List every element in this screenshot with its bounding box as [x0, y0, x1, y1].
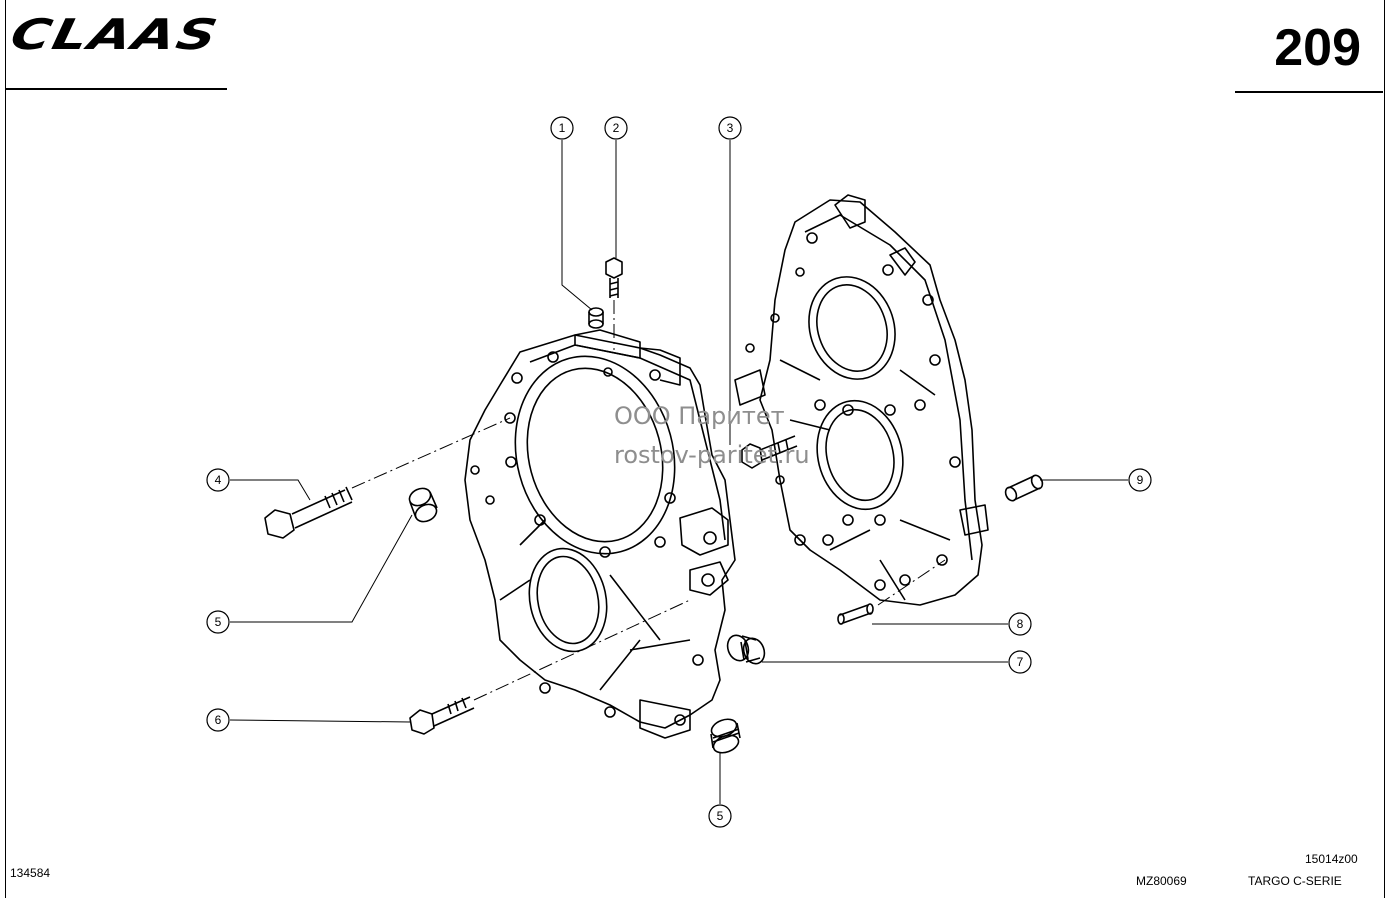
leader-6 [229, 719, 411, 723]
svg-text:8: 8 [1017, 617, 1024, 631]
svg-text:4: 4 [215, 473, 222, 487]
callout-5-upper: 5 [206, 610, 230, 634]
part-2-bolt [605, 257, 623, 298]
page-number-underline [1235, 91, 1383, 93]
svg-text:6: 6 [215, 713, 222, 727]
front-gear-housing [464, 329, 736, 739]
part-6-bolt [409, 696, 475, 735]
callout-9: 9 [1128, 468, 1152, 492]
callout-7: 7 [1008, 650, 1032, 674]
leader-1 [561, 140, 593, 311]
footer-left-code: 134584 [10, 866, 51, 880]
svg-text:2: 2 [613, 121, 620, 135]
callout-6: 6 [206, 708, 230, 732]
leader-4 [230, 479, 311, 501]
svg-text:5: 5 [215, 615, 222, 629]
callout-8: 8 [1008, 612, 1032, 636]
callout-5-lower: 5 [708, 804, 732, 828]
svg-text:5: 5 [717, 809, 724, 823]
part-5-dowel-upper [408, 487, 438, 523]
footer-drawing-code: MZ80069 [1136, 874, 1187, 888]
svg-text:3: 3 [727, 121, 734, 135]
callout-4: 4 [206, 468, 230, 492]
footer-series: TARGO C-SERIE [1248, 874, 1342, 888]
footer-ref-code: 15014z00 [1305, 852, 1358, 866]
logo-underline [5, 88, 227, 90]
watermark-company: ООО Паритет [614, 402, 785, 430]
part-8-pin [837, 603, 874, 625]
callout-3: 3 [718, 116, 742, 140]
part-3-bolt [741, 435, 798, 469]
part-4-long-bolt [264, 486, 353, 539]
axis-line-bolt-4 [351, 417, 511, 489]
watermark-site: rostov-paritet.ru [614, 441, 810, 469]
leader-5a [230, 514, 413, 623]
axis-line-pin-8 [877, 559, 946, 606]
part-7-plug [726, 634, 766, 665]
page-number: 209 [1274, 19, 1361, 77]
part-5-plug-lower [710, 718, 741, 754]
callout-2: 2 [604, 116, 628, 140]
svg-text:1: 1 [559, 121, 566, 135]
part-1-plug [588, 307, 604, 329]
svg-text:7: 7 [1017, 655, 1024, 669]
part-9-sleeve [1004, 474, 1044, 502]
page-frame [5, 0, 1385, 898]
axis-line-bolt-6 [473, 599, 691, 701]
callout-1: 1 [550, 116, 574, 140]
svg-text:9: 9 [1137, 473, 1144, 487]
rear-gear-housing [734, 194, 989, 606]
